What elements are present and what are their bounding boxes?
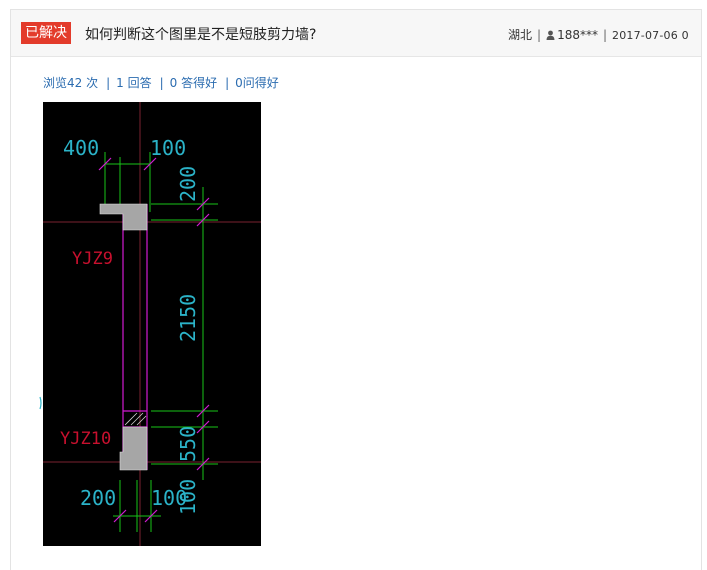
answer-count-link[interactable]: 1 回答 xyxy=(116,76,152,90)
question-stats: 浏览42 次 | 1 回答 | 0 答得好 | 0问得好 xyxy=(43,74,279,91)
dimension-ticks xyxy=(98,157,210,523)
drawing-background xyxy=(43,102,261,546)
dim-right-low: 550 xyxy=(176,426,200,462)
user-link[interactable]: 188*** xyxy=(546,28,598,42)
question-header: 已解决 如何判断这个图里是不是短肢剪力墙? 湖北 | 188*** | 2017-07-… xyxy=(11,10,701,57)
username: 188*** xyxy=(557,28,598,42)
dimension-lines xyxy=(104,152,218,532)
wall-hatch xyxy=(124,412,147,426)
question-title[interactable]: 如何判断这个图里是不是短肢剪力墙? xyxy=(85,27,317,43)
stats-divider: | xyxy=(159,76,164,90)
cad-drawing-image[interactable]: YJZ9 YJZ10 400 100 200 100 200 2150 550 … xyxy=(43,102,261,546)
column-yjz9 xyxy=(99,203,148,231)
dim-right-top: 200 xyxy=(176,166,200,202)
cad-edge-fragment xyxy=(39,396,42,410)
solved-badge: 已解决 xyxy=(21,22,71,44)
view-count: 浏览42 次 xyxy=(43,76,99,90)
dim-bottom-right: 100 xyxy=(151,486,187,510)
stats-divider: | xyxy=(225,76,230,90)
dim-top-right: 100 xyxy=(150,136,186,160)
column-yjz10 xyxy=(119,426,148,471)
shear-wall-plan: YJZ9 YJZ10 400 100 200 100 200 2150 550 … xyxy=(43,102,261,546)
good-question-count-link[interactable]: 0问得好 xyxy=(235,76,279,90)
user-icon xyxy=(546,30,555,40)
dim-top-left: 400 xyxy=(63,136,99,160)
grid-axes xyxy=(43,102,261,546)
region-label[interactable]: 湖北 xyxy=(508,28,533,42)
meta-divider: | xyxy=(602,28,608,42)
dim-bottom-left: 200 xyxy=(80,486,116,510)
dim-right-mid: 2150 xyxy=(176,294,200,342)
meta-divider: | xyxy=(537,28,542,42)
label-yjz9: YJZ9 xyxy=(72,249,113,269)
dim-right-bottom: 100 xyxy=(176,479,200,515)
stats-divider: | xyxy=(106,76,111,90)
question-card: 已解决 如何判断这个图里是不是短肢剪力墙? 湖北 | 188*** | 2017-07-… xyxy=(10,9,702,570)
label-yjz10: YJZ10 xyxy=(60,429,111,449)
post-date: 2017-07-06 0 xyxy=(612,29,689,42)
good-answer-count-link[interactable]: 0 答得好 xyxy=(169,76,218,90)
question-meta: 湖北 | 188*** | 2017-07-06 0 xyxy=(508,26,691,43)
